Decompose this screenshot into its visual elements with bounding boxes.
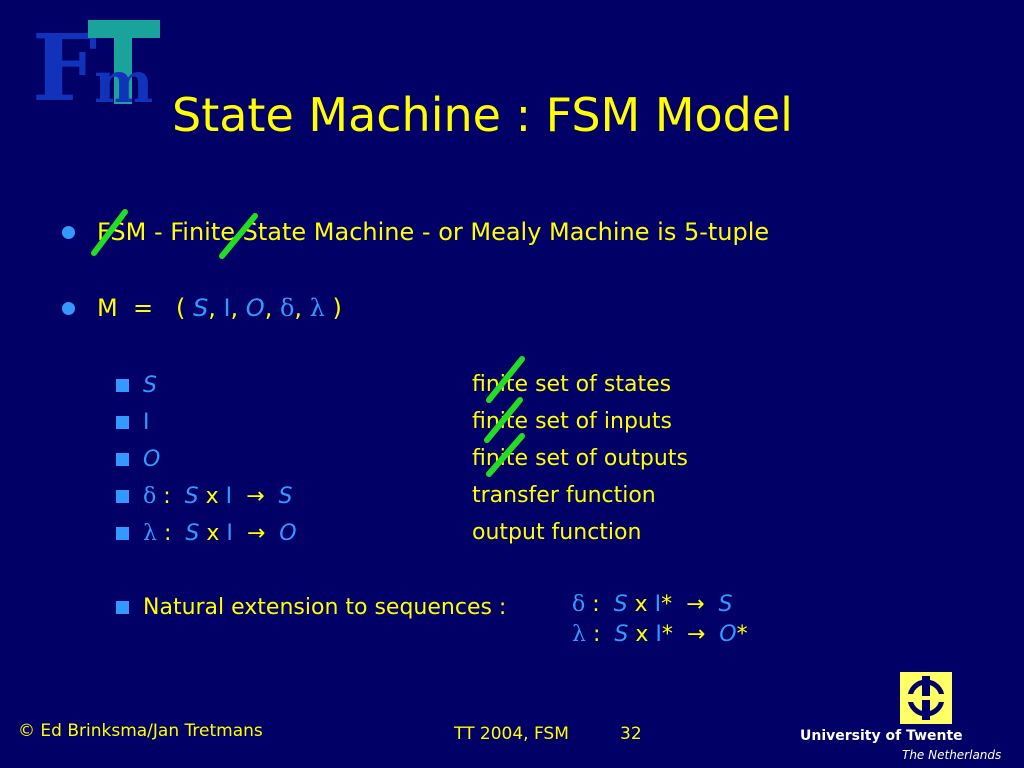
university-name: University of Twente: [800, 728, 963, 744]
set-s: S: [185, 520, 200, 546]
tuple-comma: ,: [230, 294, 246, 322]
cross: x: [198, 483, 226, 509]
cross: x: [199, 520, 227, 546]
def-symbol-s: S: [143, 372, 157, 398]
kleene-star: *: [661, 592, 673, 617]
set-i: I: [655, 622, 662, 647]
tuple-s: S: [192, 294, 209, 322]
extension-lambda-line: λ : S x I* → O*: [572, 622, 748, 647]
extension-delta-line: δ : S x I* → S: [572, 592, 733, 617]
set-s: S: [718, 592, 733, 617]
set-o: O: [279, 520, 297, 546]
bullet-square-icon: [116, 526, 129, 540]
set-s: S: [613, 592, 628, 617]
bullet-fsm-definition: FSM - Finite State Machine - or Mealy Ma…: [62, 218, 769, 246]
arrow: →: [232, 520, 280, 546]
def-desc-outputs: finite set of outputs: [472, 446, 688, 471]
set-s: S: [278, 483, 293, 509]
extension-label: Natural extension to sequences :: [143, 594, 507, 620]
bullet-dot-icon: [62, 301, 75, 315]
colon: :: [585, 622, 615, 647]
def-symbol-i: I: [143, 409, 150, 435]
tuple-delta: δ: [279, 294, 295, 322]
logo-letter-f: F: [32, 18, 97, 106]
colon: :: [585, 592, 614, 617]
logo-teal-stem: [114, 20, 132, 104]
slide-title: State Machine : FSM Model: [172, 88, 793, 142]
footer-author: © Ed Brinksma/Jan Tretmans: [18, 721, 263, 741]
delta-symbol: δ: [572, 592, 586, 617]
set-s: S: [614, 622, 629, 647]
fmt-logo: F m: [30, 14, 170, 122]
def-desc-states: finite set of states: [472, 372, 672, 397]
kleene-star: *: [736, 622, 748, 647]
arrow: →: [672, 592, 719, 617]
bullet-square-icon: [116, 489, 129, 503]
tuple-suffix: ): [324, 294, 342, 322]
colon: :: [156, 520, 186, 546]
colon: :: [156, 483, 185, 509]
university-emblem-icon: [900, 672, 952, 724]
logo-letter-m: m: [94, 50, 153, 106]
def-desc-inputs: finite set of inputs: [472, 409, 672, 434]
cross: x: [628, 622, 656, 647]
def-row-transfer: δ : S x I → S: [116, 482, 293, 510]
def-desc-output-fn: output function: [472, 520, 642, 545]
bullet-fsm-text: FSM - Finite State Machine - or Mealy Ma…: [97, 218, 770, 246]
def-row-output-fn: λ : S x I → O: [116, 519, 297, 547]
set-o: O: [719, 622, 737, 647]
bullet-square-icon: [116, 415, 129, 429]
bullet-square-icon: [116, 378, 129, 392]
tuple-o: O: [245, 294, 265, 322]
bullet-tuple: M = ( S , I , O , δ , λ ): [62, 294, 342, 322]
tuple-prefix: M = (: [97, 294, 193, 322]
set-i: I: [225, 483, 233, 509]
set-i: I: [654, 592, 662, 617]
arrow: →: [232, 483, 279, 509]
page-number: 32: [620, 724, 642, 744]
def-row-outputs: O: [116, 445, 160, 473]
def-symbol-o: O: [143, 446, 161, 472]
def-desc-transfer: transfer function: [472, 483, 656, 508]
arrow: →: [672, 622, 720, 647]
def-row-states: S: [116, 371, 157, 399]
university-logo: [900, 672, 952, 724]
tuple-lambda: λ: [309, 294, 325, 322]
university-country: The Netherlands: [902, 748, 1002, 762]
tuple-comma: ,: [294, 294, 310, 322]
tuple-comma: ,: [208, 294, 224, 322]
extension-row: Natural extension to sequences :: [116, 593, 506, 621]
bullet-square-icon: [116, 600, 129, 614]
cross: x: [627, 592, 655, 617]
set-s: S: [184, 483, 199, 509]
fmt-logo-graphic: F m: [32, 14, 160, 122]
bullet-dot-icon: [62, 225, 75, 239]
lambda-symbol: λ: [572, 622, 586, 647]
delta-symbol: δ: [143, 483, 157, 509]
kleene-star: *: [661, 622, 673, 647]
def-row-inputs: I: [116, 408, 150, 436]
footer-course: TT 2004, FSM: [454, 724, 569, 744]
tuple-comma: ,: [264, 294, 280, 322]
tuple-i: I: [223, 294, 231, 322]
set-i: I: [226, 520, 233, 546]
bullet-square-icon: [116, 452, 129, 466]
lambda-symbol: λ: [143, 520, 157, 546]
